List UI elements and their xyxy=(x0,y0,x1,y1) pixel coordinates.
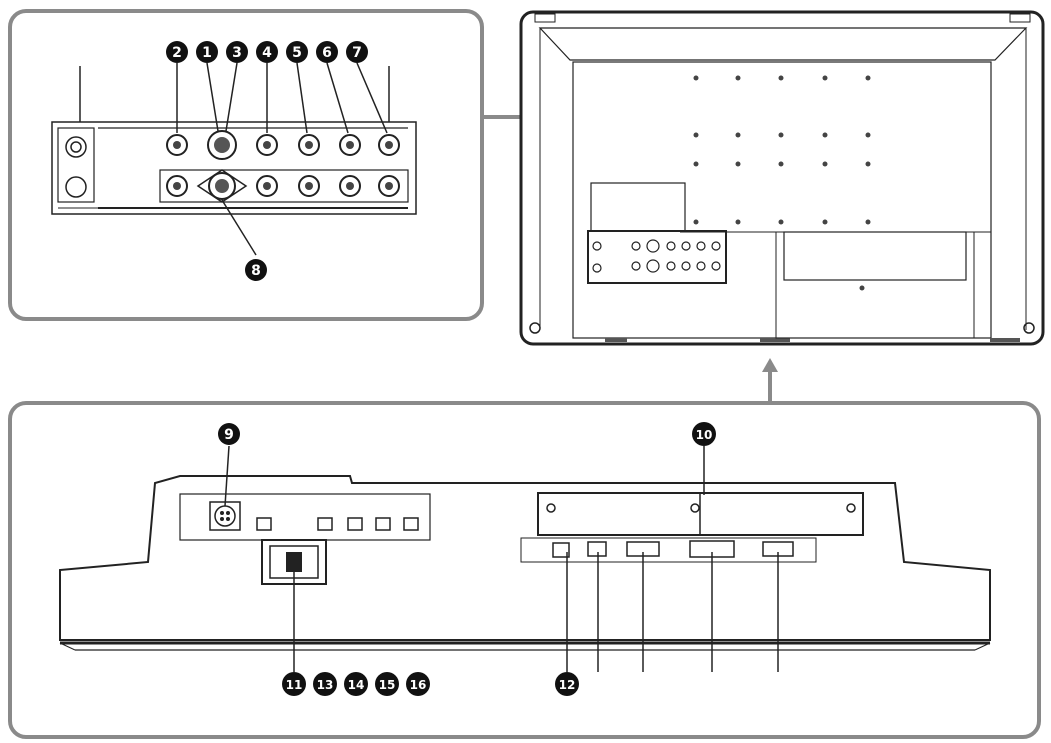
callout-16: 16 xyxy=(406,672,430,696)
svg-text:15: 15 xyxy=(379,678,396,692)
callout-12: 12 xyxy=(555,672,579,696)
callout-10: 10 xyxy=(692,422,716,446)
callout-11: 11 xyxy=(282,672,306,696)
svg-text:2: 2 xyxy=(172,45,182,61)
callout-5: 5 xyxy=(286,41,308,63)
callout-2: 2 xyxy=(166,41,188,63)
callout-15: 15 xyxy=(375,672,399,696)
svg-text:6: 6 xyxy=(322,45,332,61)
callout-6: 6 xyxy=(316,41,338,63)
callout-7: 7 xyxy=(346,41,368,63)
callout-13: 13 xyxy=(313,672,337,696)
svg-text:8: 8 xyxy=(251,263,261,279)
svg-text:11: 11 xyxy=(286,678,303,692)
svg-text:10: 10 xyxy=(696,428,713,442)
svg-text:9: 9 xyxy=(224,427,234,443)
svg-text:12: 12 xyxy=(559,678,576,692)
monitor-back-view xyxy=(519,10,1045,346)
svg-text:14: 14 xyxy=(348,678,365,692)
svg-text:1: 1 xyxy=(202,45,212,61)
callout-1: 1 xyxy=(196,41,218,63)
callout-9: 9 xyxy=(218,423,240,445)
callout-8: 8 xyxy=(245,259,267,281)
connector-strip xyxy=(51,121,417,215)
svg-text:13: 13 xyxy=(317,678,334,692)
ground-terminal-icon xyxy=(65,176,87,198)
svg-text:5: 5 xyxy=(292,45,302,61)
svg-text:3: 3 xyxy=(232,45,242,61)
callout-3: 3 xyxy=(226,41,248,63)
connector-detail-panel: 2 1 3 4 5 6 7 8 xyxy=(8,9,484,321)
bottom-connector-view: 9 10 11 13 14 15 16 12 xyxy=(8,401,1041,739)
svg-text:16: 16 xyxy=(410,678,427,692)
callout-4: 4 xyxy=(256,41,278,63)
callout-14: 14 xyxy=(344,672,368,696)
svg-text:4: 4 xyxy=(262,45,272,61)
svg-text:7: 7 xyxy=(352,45,362,61)
dc-input-icon xyxy=(214,505,236,527)
